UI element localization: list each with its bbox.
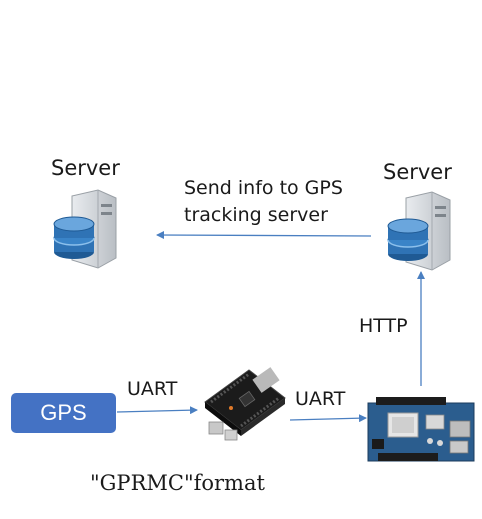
arrow-board-to-edison — [289, 414, 367, 423]
gps-node: GPS — [11, 393, 116, 433]
server-left-label: Server — [51, 156, 120, 180]
database-icon — [53, 216, 95, 259]
arrow-server-to-server — [156, 231, 372, 240]
http-label: HTTP — [359, 315, 408, 337]
send-info-label-line1: Send info to GPS — [184, 177, 343, 199]
beaglebone-board-icon — [204, 367, 286, 441]
server-right-icon — [387, 191, 451, 271]
gps-label: GPS — [40, 400, 87, 425]
uart-label-left: UART — [127, 378, 178, 400]
server-right-label: Server — [383, 160, 452, 184]
arrow-gps-to-board — [116, 406, 198, 415]
database-icon — [387, 218, 429, 261]
send-info-label-line2: tracking server — [184, 204, 328, 226]
intel-edison-board-icon — [367, 397, 475, 462]
server-left-icon — [53, 189, 117, 269]
uart-label-right: UART — [295, 388, 346, 410]
gprmc-format-caption: "GPRMC"format — [90, 471, 265, 495]
